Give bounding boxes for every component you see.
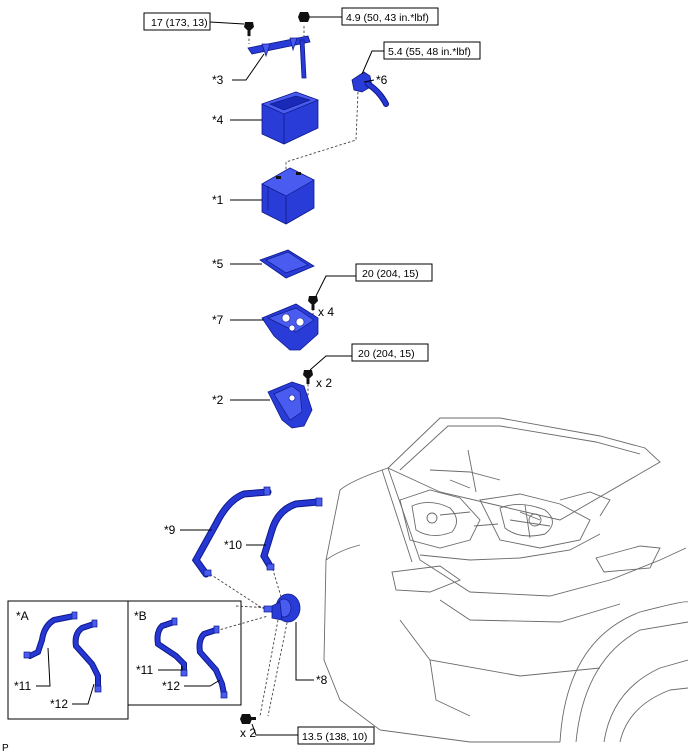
callout-7: *7	[212, 313, 224, 327]
bolt-icon	[240, 714, 256, 724]
callout-a-12: *12	[50, 697, 68, 711]
inset-label-b: *B	[134, 609, 147, 623]
svg-text:4.9 (50, 43 in.*lbf): 4.9 (50, 43 in.*lbf)	[346, 12, 429, 24]
battery-carrier-bracket	[267, 381, 313, 429]
inset-a-hose-11	[23, 611, 78, 659]
torque-spec-top-left: 17 (173, 13)	[143, 12, 211, 31]
bolt-icon	[308, 296, 318, 310]
nut-icon	[298, 12, 310, 22]
corner-mark: P	[2, 743, 9, 754]
svg-text:20 (204, 15): 20 (204, 15)	[362, 268, 419, 280]
svg-text:20 (204, 15): 20 (204, 15)	[358, 348, 415, 360]
callout-6: *6	[376, 73, 388, 87]
hose-9	[191, 486, 272, 578]
hose-10	[260, 497, 323, 571]
callout-3: *3	[212, 73, 224, 87]
torque-spec-terminal: 5.4 (55, 48 in.*lbf)	[383, 41, 481, 60]
inset-box-b	[127, 600, 242, 706]
callout-4: *4	[212, 113, 224, 127]
quantity-fan-bolts: x 2	[240, 726, 256, 740]
battery-terminal	[351, 71, 389, 107]
torque-spec-carrier: 20 (204, 15)	[355, 263, 433, 282]
inset-b-hose-11	[154, 617, 188, 677]
callout-a-11: *11	[14, 679, 31, 693]
inset-a-hose-12	[72, 619, 102, 693]
callout-8: *8	[316, 673, 328, 687]
vehicle-outline	[323, 417, 688, 743]
callout-5: *5	[212, 257, 224, 271]
engine-bay-detail	[399, 469, 611, 561]
torque-spec-bracket: 20 (204, 15)	[351, 343, 429, 362]
svg-text:13.5 (138, 10): 13.5 (138, 10)	[302, 731, 367, 743]
callout-1: *1	[212, 193, 224, 207]
inset-b-hose-12	[196, 625, 228, 699]
bolt-icon	[244, 22, 254, 36]
battery-tray-plate	[259, 249, 315, 279]
bolt-icon	[303, 370, 313, 384]
callout-2: *2	[212, 393, 224, 407]
battery-carrier	[261, 303, 319, 351]
battery	[261, 167, 315, 225]
callout-9: *9	[164, 523, 176, 537]
leader-lines	[36, 16, 384, 736]
callout-b-12: *12	[162, 679, 180, 693]
torque-spec-fan: 13.5 (138, 10)	[297, 726, 375, 745]
cooling-fan	[263, 593, 301, 623]
callout-10: *10	[224, 538, 242, 552]
svg-text:5.4 (55, 48 in.*lbf): 5.4 (55, 48 in.*lbf)	[388, 46, 471, 58]
quantity-carrier-bolts: x 4	[318, 305, 334, 319]
callout-b-11: *11	[136, 663, 153, 677]
torque-spec-top-right: 4.9 (50, 43 in.*lbf)	[341, 7, 439, 26]
quantity-bracket-bolts: x 2	[316, 376, 332, 390]
battery-insulator	[261, 91, 319, 145]
svg-text:17 (173, 13): 17 (173, 13)	[151, 17, 208, 29]
battery-clamp	[247, 35, 311, 79]
inset-label-a: *A	[16, 609, 29, 623]
